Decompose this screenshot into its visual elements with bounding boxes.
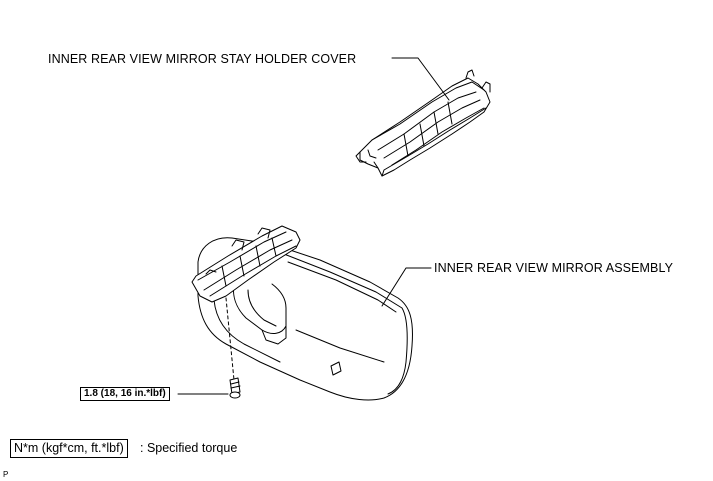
legend-unit-box: N*m (kgf*cm, ft.*lbf) bbox=[10, 439, 128, 458]
cover-label: INNER REAR VIEW MIRROR STAY HOLDER COVER bbox=[48, 52, 357, 66]
legend-description: : Specified torque bbox=[140, 441, 238, 455]
mirror-label: INNER REAR VIEW MIRROR ASSEMBLY bbox=[434, 261, 674, 275]
screw-install-line bbox=[225, 297, 235, 381]
stay-holder-cover-part bbox=[355, 69, 491, 177]
mirror-assembly-part bbox=[191, 225, 413, 401]
figure-code: P bbox=[3, 470, 9, 479]
screw-part bbox=[229, 377, 241, 399]
cover-leader-line bbox=[391, 57, 450, 101]
mirror-leader-line bbox=[381, 267, 432, 307]
sensor-window bbox=[330, 361, 342, 376]
torque-spec-box: 1.8 (18, 16 in.*lbf) bbox=[80, 387, 170, 401]
